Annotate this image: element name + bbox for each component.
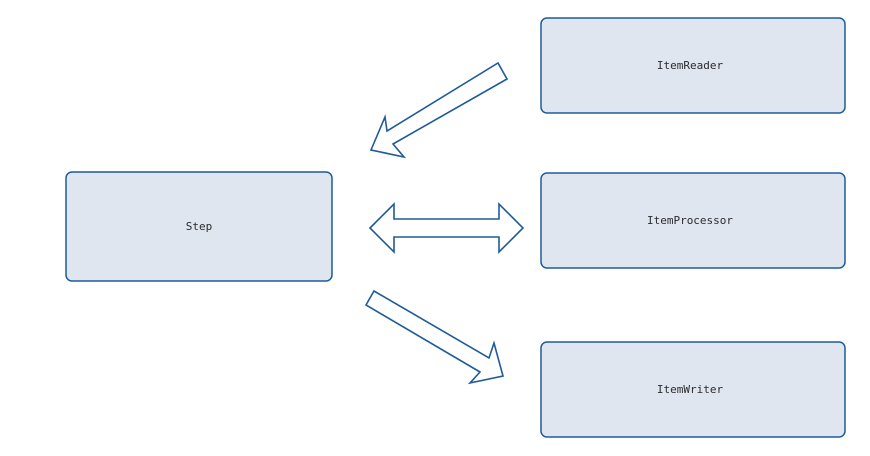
item-reader-box (540, 17, 846, 114)
arrow-step-processor-bidirectional (368, 202, 525, 254)
arrow-step-to-writer (364, 289, 504, 385)
item-reader-node: ItemReader (540, 17, 846, 114)
item-writer-label: ItemWriter (657, 383, 724, 396)
step-label: Step (186, 220, 213, 233)
item-writer-node: ItemWriter (540, 341, 846, 438)
item-processor-box (540, 172, 846, 269)
item-processor-label: ItemProcessor (647, 214, 733, 227)
arrow-reader-to-step (369, 61, 509, 159)
item-processor-node: ItemProcessor (540, 172, 846, 269)
step-node: Step (65, 171, 333, 282)
item-writer-box (540, 341, 846, 438)
step-box (65, 171, 333, 282)
item-reader-label: ItemReader (657, 59, 724, 72)
